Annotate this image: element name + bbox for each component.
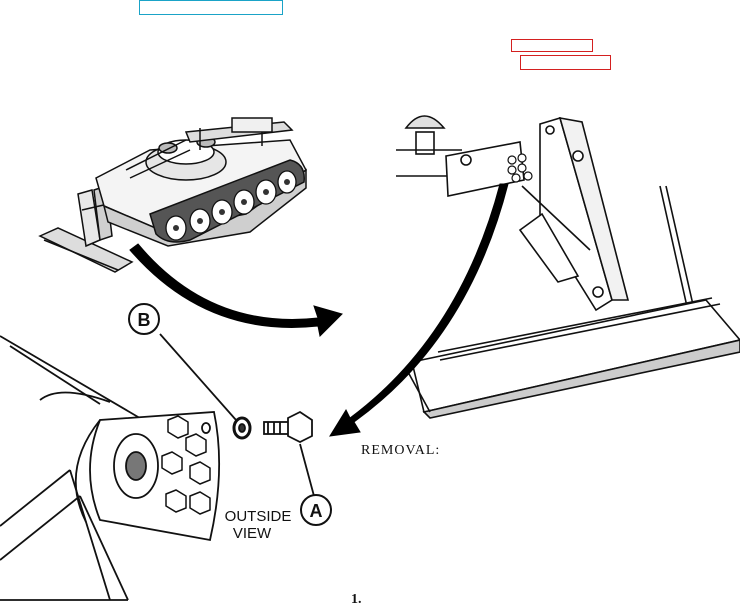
reference-link-box[interactable] bbox=[139, 0, 283, 15]
closeup-outside-view-drawing bbox=[0, 333, 315, 601]
reference-link-box-red-1[interactable] bbox=[511, 39, 593, 52]
figure-number: 1. bbox=[351, 592, 362, 607]
curved-arrow-1 bbox=[129, 243, 343, 338]
spade-detail-drawing bbox=[396, 115, 740, 419]
outside-view-label-line2: VIEW bbox=[233, 525, 272, 542]
tank-vehicle-drawing bbox=[38, 117, 307, 273]
callout-b-circle bbox=[128, 303, 160, 335]
callout-b-label: B bbox=[138, 310, 151, 330]
removal-heading: REMOVAL: bbox=[361, 443, 441, 458]
outside-view-label-line1: OUTSIDE bbox=[225, 508, 292, 525]
curved-arrow-2 bbox=[329, 183, 509, 437]
callout-a-circle bbox=[300, 494, 332, 526]
reference-link-box-red-2[interactable] bbox=[520, 55, 611, 70]
callout-a-label: A bbox=[310, 501, 323, 521]
